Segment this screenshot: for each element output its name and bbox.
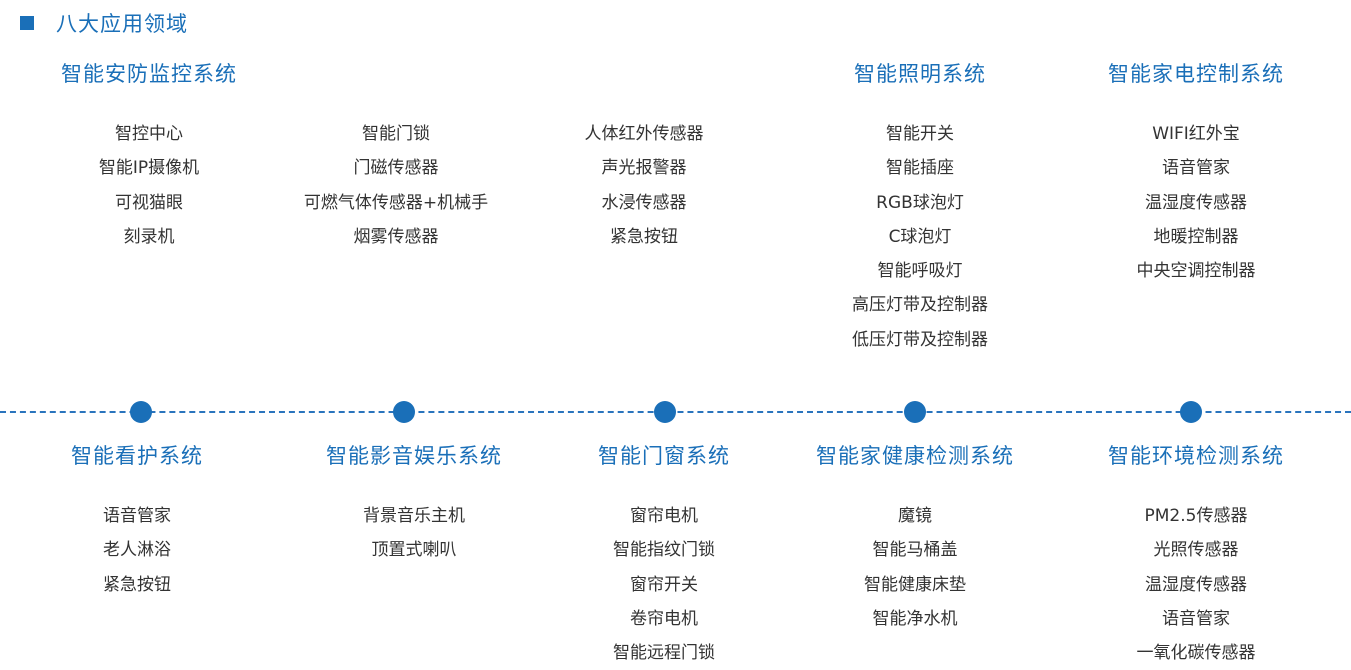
list-item: RGB球泡灯: [876, 192, 964, 213]
column-security-3: 人体红外传感器 声光报警器 水浸传感器 紧急按钮: [514, 59, 774, 254]
list-item: 智能开关: [886, 124, 954, 144]
column-security-2: 智能门锁 门磁传感器 可燃气体传感器+机械手 烟雾传感器: [266, 59, 526, 254]
item-list: PM2.5传感器 光照传感器 温湿度传感器 语音管家 一氧化碳传感器: [1066, 499, 1326, 670]
list-item: 温湿度传感器: [1145, 192, 1247, 213]
list-item: 顶置式喇叭: [371, 540, 457, 561]
list-item: 一氧化碳传感器: [1136, 643, 1256, 664]
item-list: WIFI红外宝 语音管家 温湿度传感器 地暖控制器 中央空调控制器: [1066, 117, 1326, 288]
column-title: 智能家健康检测系统: [816, 444, 1014, 468]
item-list: 智控中心 智能IP摄像机 可视猫眼 刻录机: [19, 117, 279, 254]
list-item: 人体红外传感器: [584, 124, 704, 144]
list-item: 智能净水机: [872, 608, 958, 629]
column-title: 智能家电控制系统: [1108, 62, 1284, 86]
list-item: 光照传感器: [1153, 540, 1239, 561]
column-health-monitoring: 智能家健康检测系统 魔镜 智能马桶盖 智能健康床垫 智能净水机: [785, 441, 1045, 636]
list-item: C球泡灯: [888, 226, 952, 247]
list-item: 背景音乐主机: [363, 506, 465, 526]
column-title: [266, 59, 526, 89]
list-item: 烟雾传感器: [353, 226, 439, 247]
list-item: 智能呼吸灯: [877, 261, 963, 282]
column-appliance-control: 智能家电控制系统 WIFI红外宝 语音管家 温湿度传感器 地暖控制器 中央空调控…: [1066, 59, 1326, 288]
column-lighting: 智能照明系统 智能开关 智能插座 RGB球泡灯 C球泡灯 智能呼吸灯 高压灯带及…: [790, 59, 1050, 357]
list-item: 语音管家: [103, 506, 171, 526]
section-title: 八大应用领域: [56, 12, 188, 36]
list-item: 温湿度传感器: [1145, 574, 1247, 595]
list-item: 智能IP摄像机: [98, 158, 200, 179]
column-environment-monitoring: 智能环境检测系统 PM2.5传感器 光照传感器 温湿度传感器 语音管家 一氧化碳…: [1066, 441, 1326, 670]
column-title: 智能环境检测系统: [1108, 444, 1284, 468]
list-item: 低压灯带及控制器: [852, 329, 988, 350]
list-item: 门磁传感器: [353, 158, 439, 179]
list-item: 刻录机: [123, 226, 175, 247]
column-title: 智能影音娱乐系统: [326, 444, 502, 468]
list-item: 智能插座: [886, 158, 954, 179]
column-care: 智能看护系统 语音管家 老人淋浴 紧急按钮: [7, 441, 267, 602]
list-item: 魔镜: [898, 506, 932, 526]
column-title: 智能安防监控系统: [61, 62, 237, 86]
timeline-dot-icon: [130, 401, 152, 423]
list-item: 语音管家: [1162, 608, 1230, 629]
list-item: 地暖控制器: [1153, 226, 1239, 247]
list-item: 紧急按钮: [610, 226, 678, 247]
timeline-dot-icon: [904, 401, 926, 423]
list-item: 老人淋浴: [103, 540, 171, 561]
list-item: 水浸传感器: [601, 192, 687, 213]
list-item: 智能远程门锁: [613, 643, 715, 664]
list-item: 紧急按钮: [103, 574, 171, 595]
list-item: 可视猫眼: [115, 192, 183, 213]
column-av-entertainment: 智能影音娱乐系统 背景音乐主机 顶置式喇叭: [284, 441, 544, 568]
item-list: 人体红外传感器 声光报警器 水浸传感器 紧急按钮: [514, 117, 774, 254]
list-item: 智能指纹门锁: [613, 540, 715, 561]
item-list: 语音管家 老人淋浴 紧急按钮: [7, 499, 267, 602]
square-bullet-icon: [20, 16, 34, 30]
item-list: 魔镜 智能马桶盖 智能健康床垫 智能净水机: [785, 499, 1045, 636]
list-item: PM2.5传感器: [1144, 506, 1248, 526]
column-security: 智能安防监控系统 智控中心 智能IP摄像机 可视猫眼 刻录机: [19, 59, 279, 254]
list-item: 高压灯带及控制器: [852, 295, 988, 316]
column-title: 智能照明系统: [854, 62, 986, 86]
list-item: 智能门锁: [362, 124, 430, 144]
list-item: 智控中心: [115, 124, 183, 144]
item-list: 智能门锁 门磁传感器 可燃气体传感器+机械手 烟雾传感器: [266, 117, 526, 254]
column-title: 智能看护系统: [71, 444, 203, 468]
column-title: [514, 59, 774, 89]
list-item: 语音管家: [1162, 158, 1230, 179]
list-item: 窗帘开关: [630, 574, 698, 595]
list-item: WIFI红外宝: [1152, 124, 1240, 144]
list-item: 卷帘电机: [630, 608, 698, 629]
item-list: 智能开关 智能插座 RGB球泡灯 C球泡灯 智能呼吸灯 高压灯带及控制器 低压灯…: [790, 117, 1050, 357]
item-list: 窗帘电机 智能指纹门锁 窗帘开关 卷帘电机 智能远程门锁: [534, 499, 794, 670]
column-title: 智能门窗系统: [598, 444, 730, 468]
section-header: 八大应用领域: [20, 8, 188, 38]
item-list: 背景音乐主机 顶置式喇叭: [284, 499, 544, 568]
timeline-dot-icon: [1180, 401, 1202, 423]
column-doors-windows: 智能门窗系统 窗帘电机 智能指纹门锁 窗帘开关 卷帘电机 智能远程门锁: [534, 441, 794, 670]
list-item: 中央空调控制器: [1136, 261, 1256, 282]
timeline-dot-icon: [393, 401, 415, 423]
list-item: 可燃气体传感器+机械手: [303, 192, 489, 213]
timeline-dot-icon: [654, 401, 676, 423]
list-item: 窗帘电机: [630, 506, 698, 526]
list-item: 智能健康床垫: [864, 574, 966, 595]
list-item: 声光报警器: [601, 158, 687, 179]
list-item: 智能马桶盖: [872, 540, 958, 561]
